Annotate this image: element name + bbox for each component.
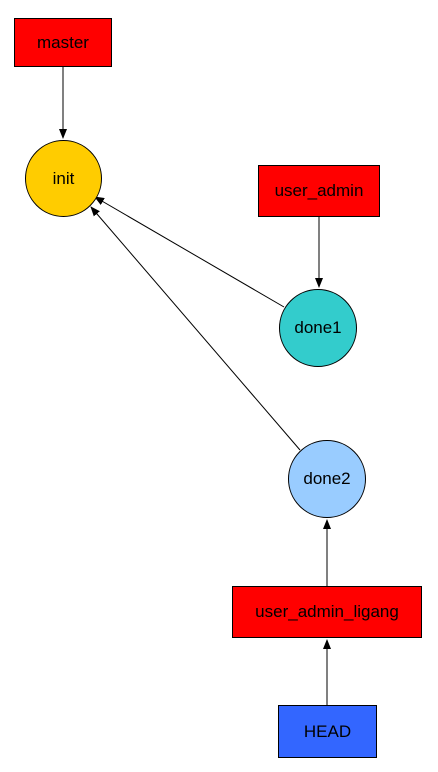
- head-pointer-node: HEAD: [278, 705, 377, 758]
- branch-master-node: master: [14, 18, 112, 67]
- edge-done2-to-init: [90, 206, 301, 451]
- branch-user-admin-label: user_admin: [274, 181, 364, 200]
- head-pointer-label: HEAD: [303, 721, 352, 741]
- branch-master-label: master: [37, 32, 89, 52]
- commit-done1-label: done1: [294, 318, 342, 337]
- branch-user-admin-node: user_admin: [258, 165, 380, 217]
- branch-user-admin-ligang-node: user_admin_ligang: [232, 586, 422, 638]
- commit-init-node: init: [25, 140, 102, 217]
- commit-done2-label: done2: [303, 469, 351, 488]
- edge-done1-to-init: [94, 196, 285, 308]
- commit-done2-node: done2: [288, 440, 366, 518]
- commit-init-label: init: [52, 168, 75, 188]
- commit-done1-node: done1: [279, 289, 357, 367]
- branch-user-admin-ligang-label: user_admin_ligang: [255, 602, 399, 621]
